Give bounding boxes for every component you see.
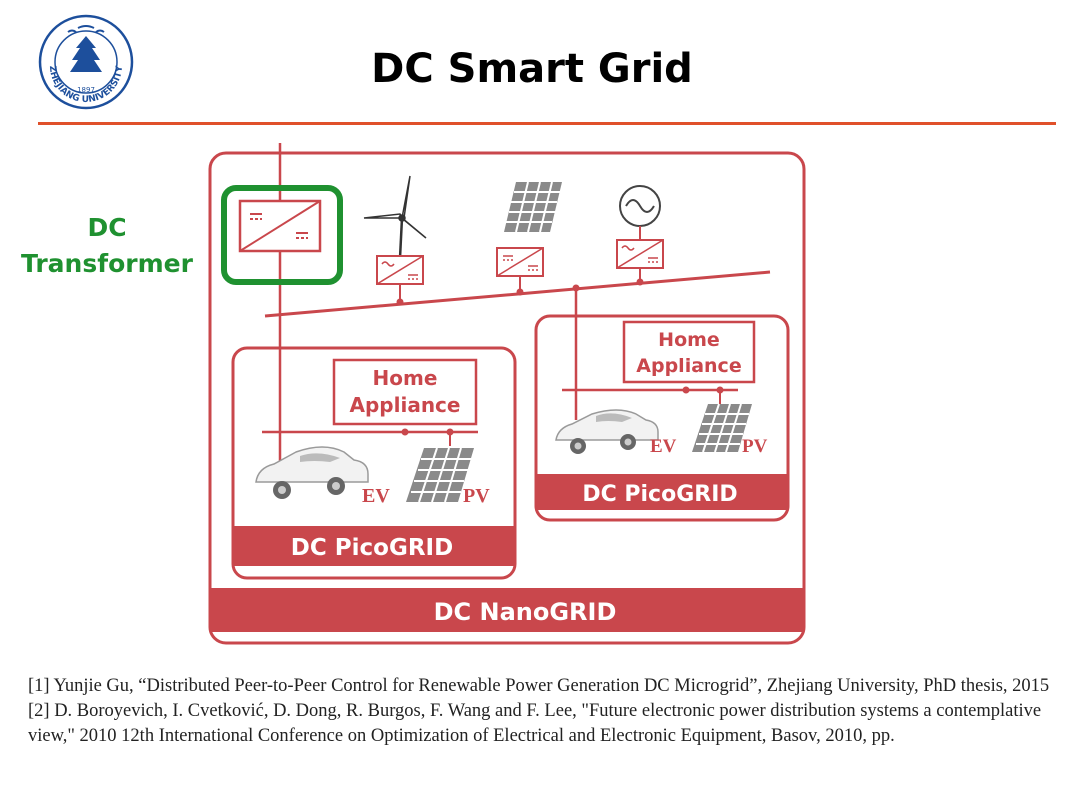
right-home-appliance-line1: Home [658, 329, 720, 351]
left-pv-panel-icon [406, 447, 474, 503]
right-pv-label: PV [742, 436, 768, 457]
right-home-appliance-line2: Appliance [636, 355, 741, 377]
right-home-appliance-box [622, 320, 756, 384]
references: [1] Yunjie Gu, “Distributed Peer-to-Peer… [28, 674, 1068, 749]
ac-converter-icon [616, 239, 664, 269]
left-pv-label: PV [463, 485, 490, 507]
dc-transformer-label: DC Transformer [14, 210, 200, 282]
dc-transformer-label-line2: Transformer [21, 249, 193, 278]
left-ev-label: EV [362, 485, 390, 507]
wind-turbine-icon [363, 175, 427, 259]
nanogrid-frame [208, 151, 806, 645]
nanogrid-label-bar [211, 588, 803, 632]
logo-year: 1897 [77, 86, 95, 94]
right-ev-car-icon [555, 409, 659, 454]
dc-smart-grid-diagram: DC NanoGRID [208, 143, 806, 645]
reference-2: [2] D. Boroyevich, I. Cvetković, D. Dong… [28, 701, 1042, 746]
solar-converter-icon [496, 247, 544, 277]
left-home-appliance-line2: Appliance [350, 393, 461, 417]
right-picogrid: DC PicoGRID Home Appliance EV [534, 314, 790, 522]
dc-transformer-label-line1: DC [87, 213, 127, 242]
left-home-appliance-line1: Home [373, 366, 438, 390]
top-solar-panel-icon [504, 181, 562, 233]
reference-1: [1] Yunjie Gu, “Distributed Peer-to-Peer… [28, 676, 1050, 696]
nanogrid-label: DC NanoGRID [434, 598, 617, 626]
right-ev-label: EV [650, 436, 677, 457]
right-picogrid-label: DC PicoGRID [582, 482, 737, 507]
ac-source-icon [619, 185, 661, 227]
dc-transformer-highlight [221, 185, 343, 285]
slide-title: DC Smart Grid [371, 46, 693, 92]
left-picogrid: DC PicoGRID Home Appliance EV [231, 346, 517, 580]
dc-transformer-icon [238, 199, 322, 253]
left-home-appliance-box [332, 358, 478, 426]
logo-emblem [70, 36, 102, 72]
left-picogrid-label: DC PicoGRID [291, 535, 453, 561]
title-divider [38, 122, 1056, 125]
wind-converter-icon [376, 255, 424, 285]
left-ev-car-icon [255, 446, 369, 499]
university-logo: ZHEJIANG UNIVERSITY 1897 [38, 14, 134, 110]
right-pv-panel-icon [692, 403, 752, 453]
